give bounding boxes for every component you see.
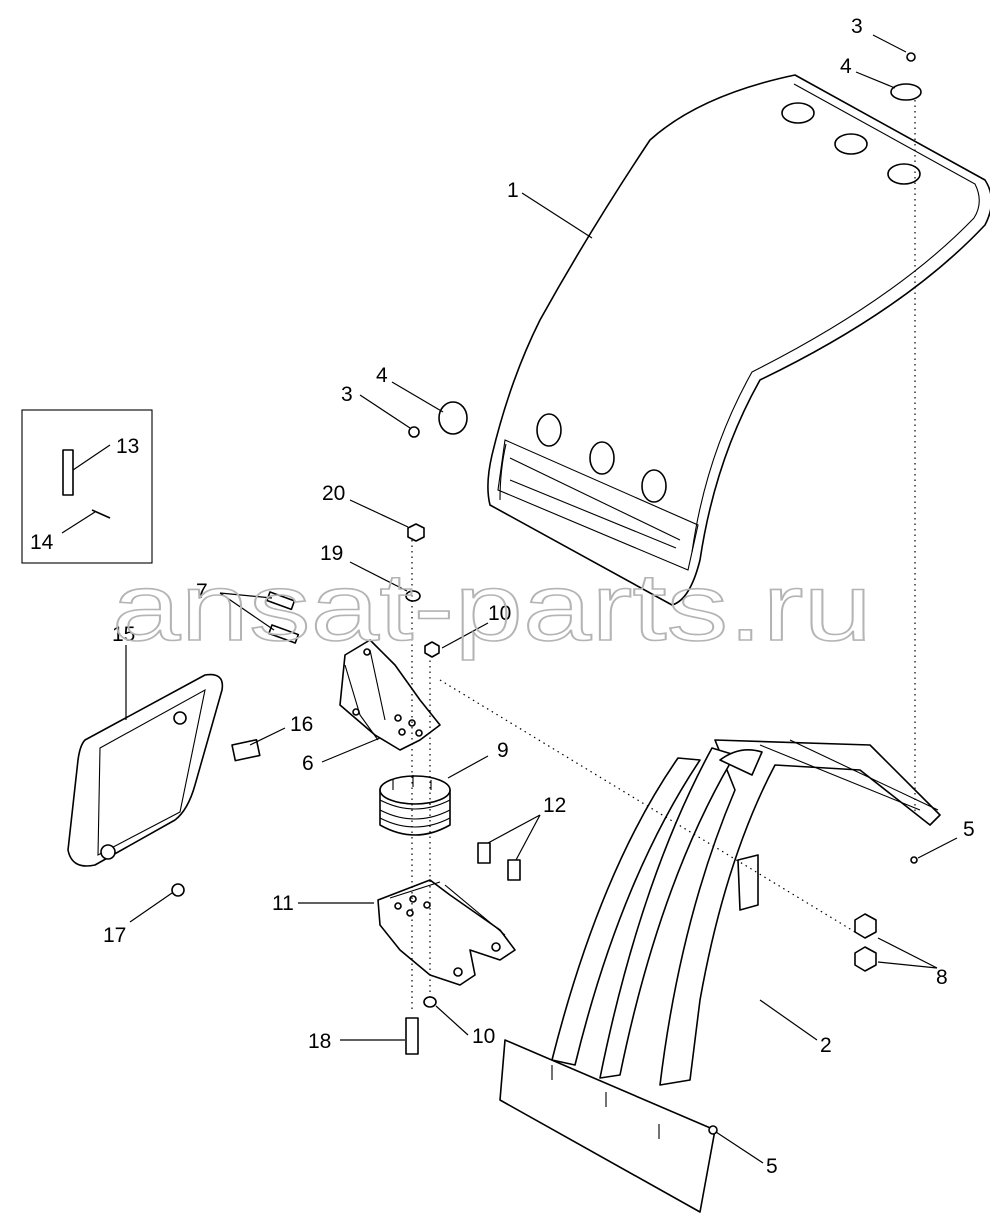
callout-11: 11: [272, 892, 294, 915]
leader-lines: [61, 34, 958, 1164]
fender-upper-part: [487, 74, 990, 606]
callout-1: 1: [507, 179, 519, 202]
inset-box: [21, 409, 153, 564]
callout-4-left: 4: [376, 364, 388, 387]
callout-3-top: 3: [851, 15, 863, 38]
callout-2: 2: [820, 1034, 832, 1057]
alignment-lines: [411, 100, 916, 1010]
callout-15: 15: [112, 623, 135, 646]
callout-4-top: 4: [840, 55, 852, 78]
callout-3-left: 3: [341, 383, 353, 406]
callout-14: 14: [30, 531, 54, 554]
fender-bracket-frame: [499, 739, 941, 1213]
callout-16: 16: [290, 713, 313, 736]
callout-20: 20: [322, 482, 345, 505]
rubber-mount-part: [379, 775, 451, 836]
callout-8: 8: [936, 966, 948, 989]
callout-labels: 1 2 3 3 4 4 5 5 6 7 8 9 10 10 11 12 13 1…: [30, 15, 975, 1178]
fasteners: [62, 52, 922, 1135]
callout-7: 7: [196, 580, 208, 603]
callout-10-lower: 10: [472, 1025, 495, 1048]
callout-13: 13: [116, 435, 139, 458]
callout-19: 19: [320, 542, 343, 565]
callout-5-bottom: 5: [766, 1155, 778, 1178]
callout-18: 18: [308, 1030, 331, 1053]
lower-mount-bracket: [377, 879, 516, 986]
callout-12: 12: [543, 794, 566, 817]
callout-17: 17: [103, 924, 126, 947]
side-plate-part: [67, 673, 224, 867]
callout-10-upper: 10: [488, 602, 511, 625]
upper-mount-bracket: [339, 639, 441, 751]
callout-9: 9: [497, 739, 509, 762]
watermark-text: ansat-parts.ru: [112, 554, 872, 661]
callout-6: 6: [302, 752, 314, 775]
callout-5-right: 5: [963, 818, 975, 841]
